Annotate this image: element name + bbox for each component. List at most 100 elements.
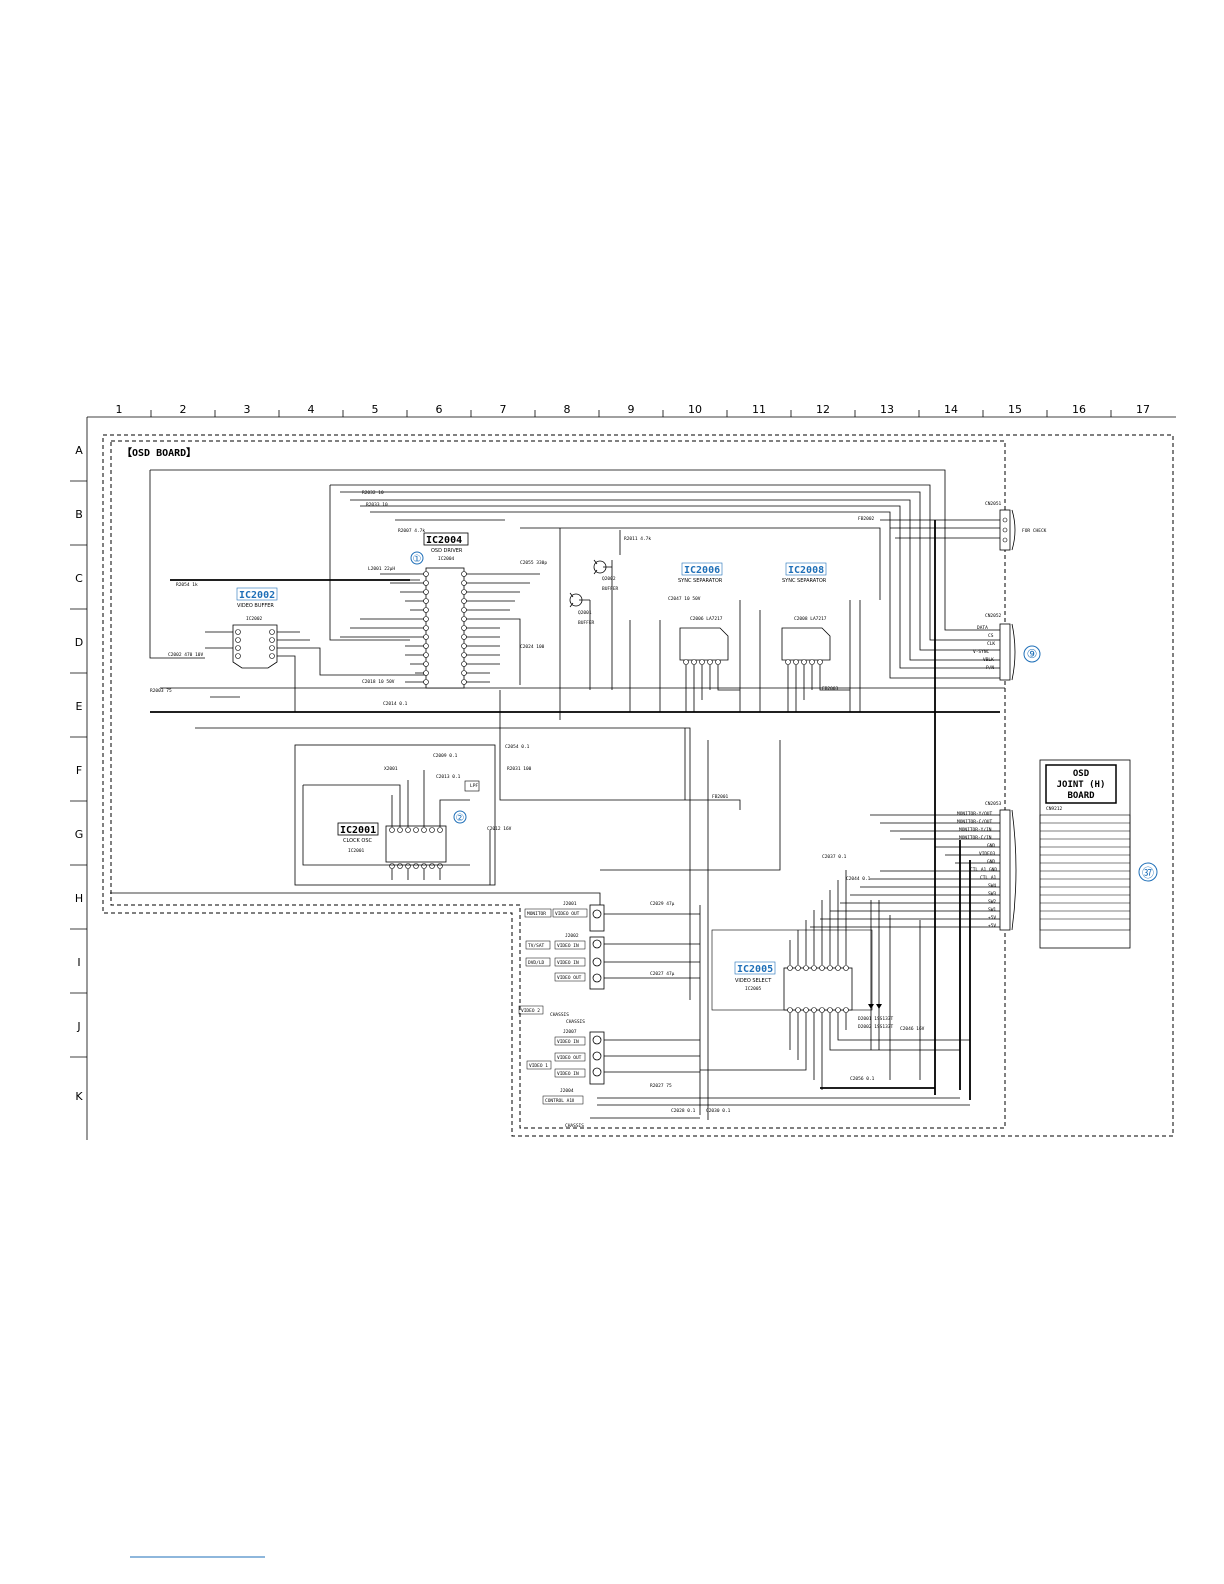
- control-jack-id: J2004: [560, 1088, 574, 1094]
- callout-2: ②: [456, 813, 465, 824]
- cn2053-pin10: SW4: [988, 883, 996, 889]
- jack-j2007-function: VIDEO IN: [557, 1039, 579, 1045]
- video2-group-label: VIDEO 2: [521, 1008, 540, 1014]
- ic2006-part: C2006 LA7217: [690, 616, 723, 622]
- q2002-label: Q2002: [602, 576, 616, 582]
- ic2004-label: IC2004: [426, 535, 462, 546]
- lpf-label: LPF: [470, 783, 478, 789]
- jack-wiring: [590, 913, 970, 1119]
- ic2005-part: IC2005: [745, 986, 762, 992]
- col-17: 17: [1136, 403, 1150, 416]
- q2001-desc: BUFFER: [578, 620, 595, 626]
- board-title: 【OSD BOARD】: [122, 446, 196, 459]
- c2037-label: C2037 0.1: [822, 854, 847, 860]
- ic2005-desc: VIDEO SELECT: [735, 978, 772, 984]
- ic2008-body: [781, 627, 831, 661]
- c2012-label: C2012 16V: [487, 826, 512, 832]
- ic2005-block: IC2005 VIDEO SELECT IC2005: [700, 870, 970, 1090]
- r2027-label: R2027 75: [650, 1083, 672, 1089]
- col-13: 13: [880, 403, 894, 416]
- cn2053-pin5: GND: [987, 843, 995, 849]
- col-7: 7: [500, 403, 507, 416]
- c2009-label: C2009 0.1: [433, 753, 458, 759]
- col-6: 6: [436, 403, 443, 416]
- r2033-label: R2033 10: [366, 502, 388, 508]
- c2013-label: C2013 0.1: [436, 774, 461, 780]
- cn2052-pin2: CS: [988, 633, 994, 639]
- col-11: 11: [752, 403, 766, 416]
- ic2005-right-wiring: [870, 900, 921, 1080]
- cn2053-wiring: [810, 814, 1000, 928]
- row-e: E: [76, 700, 83, 713]
- lpf-box: [464, 780, 480, 792]
- top-bus-wires: [149, 469, 1005, 1095]
- row-d: D: [75, 636, 83, 649]
- jack-j2003-function: VIDEO IN: [557, 960, 579, 966]
- lower-wires: [110, 728, 781, 905]
- row-k: K: [75, 1090, 83, 1103]
- jack-labels: MONITOR VIDEO OUT J2001 TV/SAT VIDEO IN …: [518, 901, 588, 1129]
- col-9: 9: [628, 403, 635, 416]
- cn2052-pin3: CLK: [987, 641, 995, 647]
- c2044-label: C2044 0.1: [846, 876, 871, 882]
- q2001-transistor: Q2001 BUFFER: [569, 592, 595, 626]
- row-f: F: [76, 764, 82, 777]
- jack-j2008-function: VIDEO OUT: [557, 1055, 582, 1061]
- cn2053-label: CN2053: [985, 801, 1002, 807]
- cn2051-connector: CN2051 FOR CHECK: [985, 501, 1047, 551]
- callout-1: ①: [413, 554, 422, 565]
- col-3: 3: [244, 403, 251, 416]
- r2011-label: R2011 4.7k: [624, 536, 651, 542]
- joint-connector-label: CN9212: [1046, 806, 1063, 812]
- cn2053-pin12: SW2: [988, 899, 996, 905]
- row-a: A: [75, 444, 83, 457]
- cn2053-pin3: MONITOR-Y/IN: [959, 827, 992, 833]
- ic2008-block: IC2008 SYNC SEPARATOR C2008 LA7217: [781, 562, 850, 712]
- chassis3-label: CHASSIS: [565, 1123, 584, 1129]
- transistor-wiring: [559, 528, 661, 720]
- callout-37-marker: ㊲: [1138, 862, 1158, 882]
- cn2053-pin11: SW3: [988, 891, 996, 897]
- r2007-label: R2007 4.7k: [398, 528, 425, 534]
- col-4: 4: [308, 403, 315, 416]
- c2014-label: C2014 0.1: [383, 701, 408, 707]
- jack-j2002-id: J2002: [565, 933, 579, 939]
- c2027-label: C2027 47μ: [650, 971, 675, 977]
- board-outline: [102, 434, 1174, 1137]
- c2046-label: C2046 16V: [900, 1026, 925, 1032]
- x2001-label: X2001: [384, 766, 398, 772]
- joint-board: OSD JOINT (H) BOARD CN9212: [1039, 759, 1131, 949]
- cn2052-pin5: VBLK: [983, 657, 994, 663]
- cn2053-pin2: MONITOR-C/OUT: [957, 819, 993, 825]
- joint-line2: JOINT (H): [1057, 780, 1106, 790]
- row-b: B: [75, 508, 83, 521]
- col-14: 14: [944, 403, 958, 416]
- col-15: 15: [1008, 403, 1022, 416]
- ic2006-body: [679, 627, 729, 661]
- ic2002-body: [232, 624, 278, 669]
- ic2002-label: IC2002: [239, 590, 275, 601]
- jack-j2001-tag: MONITOR: [527, 911, 546, 917]
- row-j: J: [76, 1020, 80, 1033]
- ic2001-block: IC2001 CLOCK OSC IC2001: [294, 744, 496, 886]
- cn2053-pin13: SW1: [988, 907, 996, 913]
- ic2004-desc: OSD DRIVER: [431, 548, 463, 554]
- q2002-desc: BUFFER: [602, 586, 619, 592]
- c2028-label: C2028 0.1: [671, 1108, 696, 1114]
- cn2053-pin4: MONITOR-C/IN: [959, 835, 992, 841]
- joint-line1: OSD: [1073, 769, 1090, 779]
- jack-j2002-function: VIDEO IN: [557, 943, 579, 949]
- cn2052-pin6: P/N: [986, 665, 994, 671]
- ic2004-body: [425, 567, 465, 689]
- jack-j2002-tag: TV/SAT: [528, 943, 545, 949]
- l2001-label: L2001 22μH: [368, 566, 395, 572]
- joint-line3: BOARD: [1067, 791, 1095, 801]
- callout-1-marker: ①: [410, 551, 424, 565]
- chassis1-label: CHASSIS: [550, 1012, 569, 1018]
- c2047-label: C2047 10 50V: [668, 596, 701, 602]
- d2002-label: D2002 1SS133T: [858, 1024, 894, 1030]
- fb2003-label: FB2003: [822, 686, 839, 692]
- cn2052-pin4: V-SYNC: [973, 649, 990, 655]
- r2032-label: R2032 10: [362, 490, 384, 496]
